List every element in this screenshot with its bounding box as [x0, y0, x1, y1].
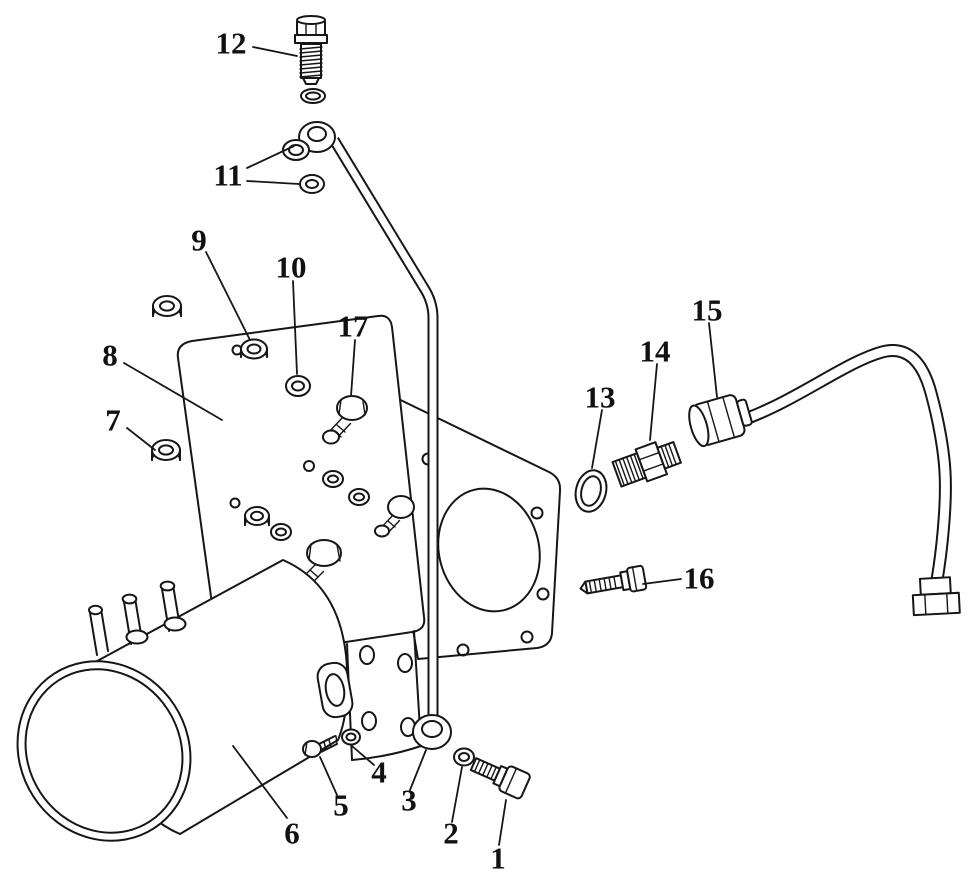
- callout-2: 2: [443, 816, 459, 851]
- bolt-12: [294, 15, 328, 85]
- callout-14: 14: [640, 334, 671, 369]
- nut-upper-left: [152, 295, 182, 317]
- nut-9: [240, 338, 268, 360]
- leader-lines: [123, 46, 718, 846]
- bolt-1: [469, 757, 531, 800]
- callout-3: 3: [401, 783, 417, 818]
- nut-lower: [244, 506, 270, 526]
- callout-4: 4: [371, 755, 387, 790]
- callout-17: 17: [338, 309, 369, 344]
- banjo-fitting-11: [282, 121, 336, 194]
- fitting-plug: [374, 495, 415, 538]
- washer-10: [285, 375, 311, 397]
- callout-5: 5: [333, 788, 349, 823]
- adapter-14: [611, 441, 682, 488]
- washer-2: [453, 747, 475, 767]
- nut-15: [688, 394, 753, 448]
- bolt-5: [302, 735, 338, 758]
- callout-1: 1: [490, 841, 506, 876]
- return-tube: [745, 344, 952, 582]
- washer-4: [341, 728, 361, 746]
- callout-7: 7: [105, 403, 121, 438]
- bolt-16: [579, 564, 648, 595]
- pump-pins: [88, 580, 187, 656]
- callout-11: 11: [213, 158, 242, 193]
- fitting-17: [322, 395, 368, 445]
- callout-8: 8: [102, 338, 118, 373]
- callout-6: 6: [284, 816, 300, 851]
- callout-12: 12: [216, 26, 247, 61]
- callout-9: 9: [191, 223, 207, 258]
- washer-ring: [322, 470, 344, 488]
- callout-16: 16: [684, 561, 715, 596]
- washer-13: [574, 469, 608, 513]
- pump-body: [16, 559, 349, 842]
- callout-15: 15: [692, 293, 723, 328]
- tube-end-fitting: [911, 576, 961, 617]
- o-ring-12: [300, 88, 326, 104]
- callout-13: 13: [585, 380, 616, 415]
- callouts: 1 2 3 4 5 6 7 8 9 10 11 12 13 14 15 16 1…: [102, 26, 722, 876]
- mounting-bracket: [316, 630, 422, 761]
- washer-ring: [348, 488, 370, 506]
- main-tube: [329, 137, 439, 718]
- callout-10: 10: [276, 250, 307, 285]
- washer-ring: [270, 523, 292, 541]
- nut-7: [151, 439, 181, 461]
- banjo-ring-3: [412, 714, 452, 750]
